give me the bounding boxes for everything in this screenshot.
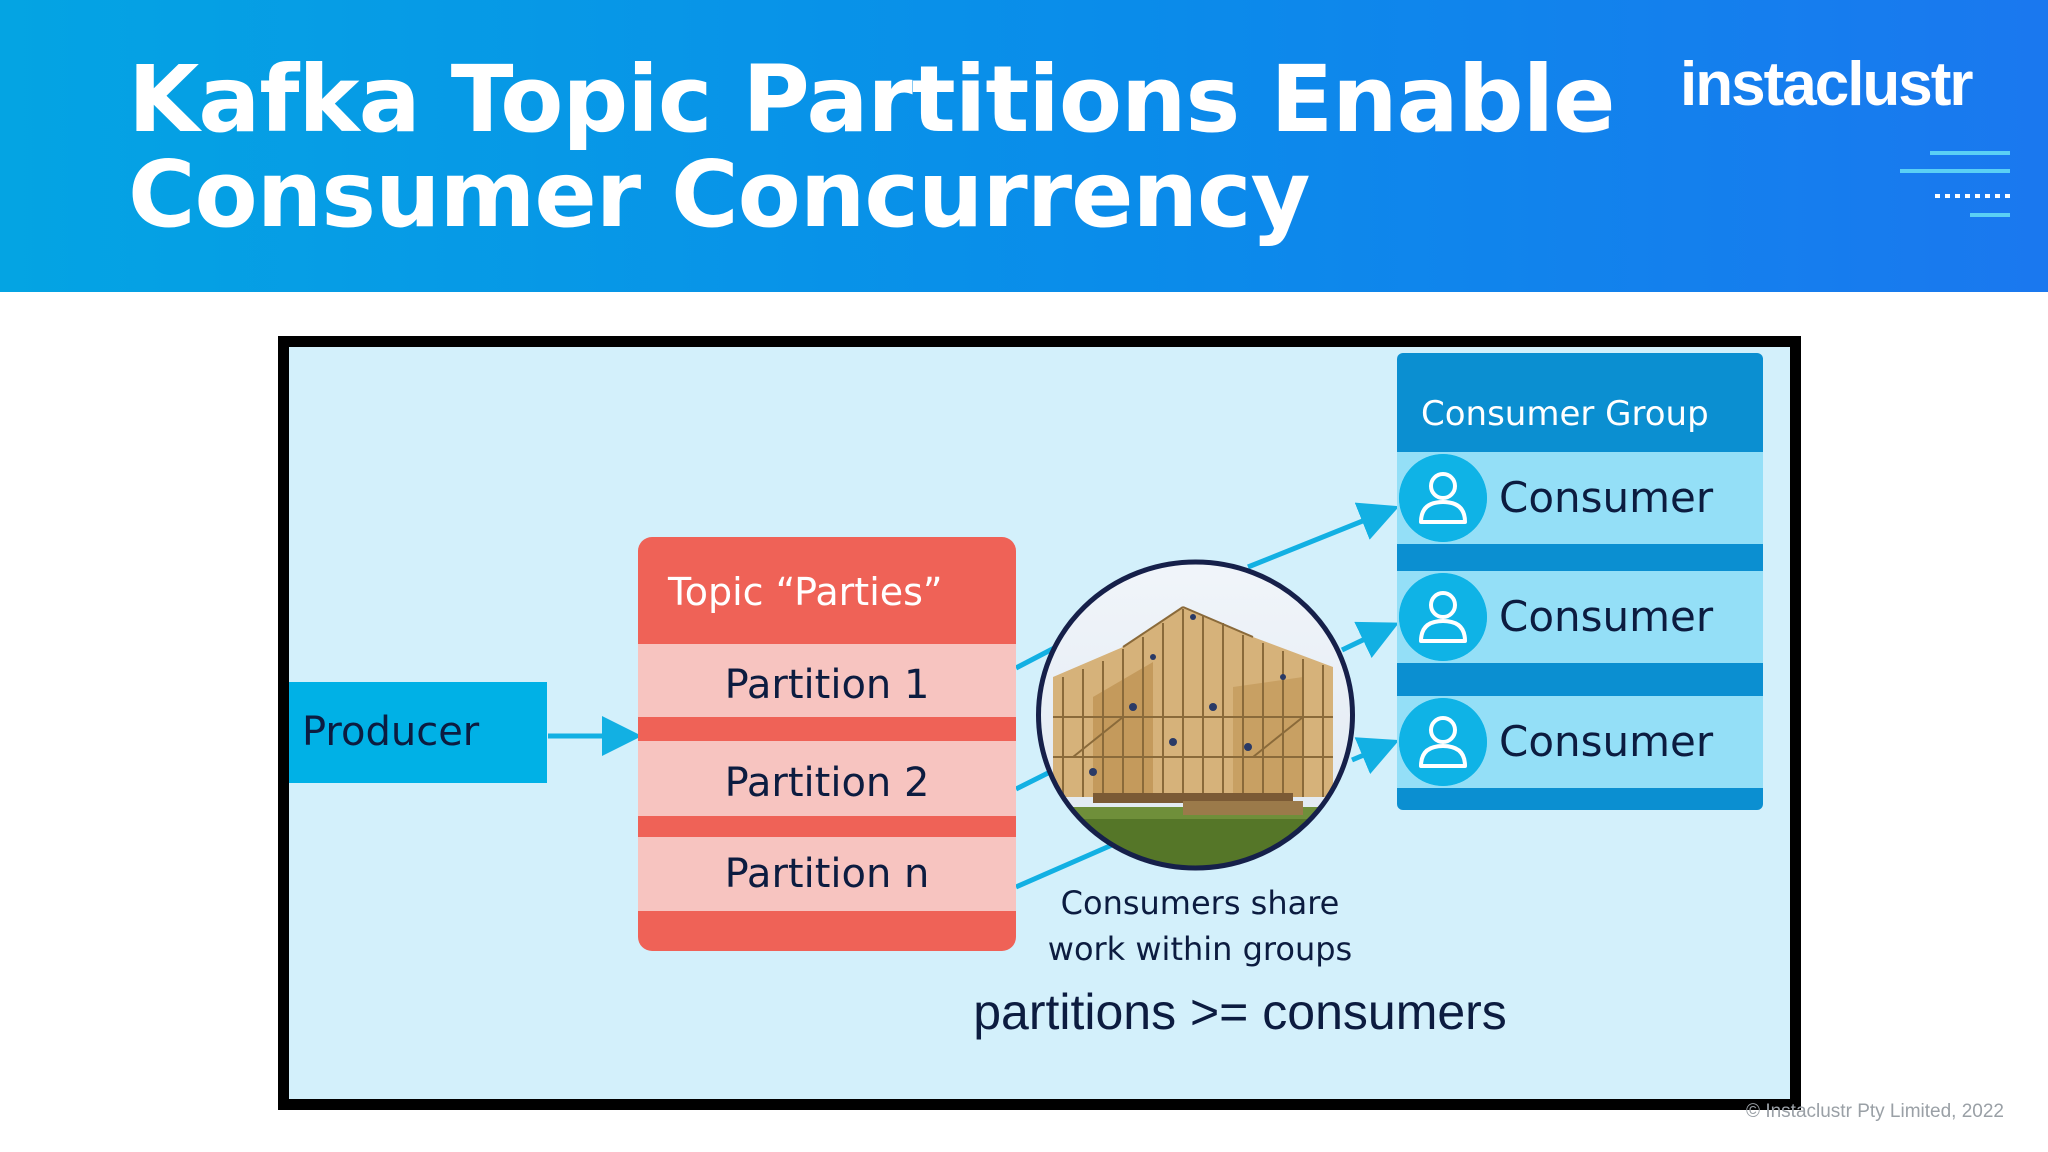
partition-1: Partition 1 — [638, 644, 1016, 717]
consumer-label-2: Consumer — [1499, 592, 1714, 641]
instaclustr-logo: instaclustr — [1680, 50, 1974, 119]
consumer-item-3: Consumer — [1397, 696, 1763, 788]
consumer-item-1: Consumer — [1397, 452, 1763, 544]
partition-n-link — [1014, 842, 1114, 890]
user-icon — [1399, 698, 1487, 786]
topic-title: Topic “Parties” — [668, 570, 943, 614]
menu-lines-icon — [1900, 151, 2010, 217]
caption-line-1: Consumers share — [1060, 884, 1340, 922]
slide-title-line-2: Consumer Concurrency — [128, 141, 1311, 248]
consumer-label-1: Consumer — [1499, 473, 1714, 522]
slide-header: Kafka Topic Partitions Enable Consumer C… — [0, 0, 2048, 292]
consumer-2-arrow — [1340, 621, 1400, 658]
user-icon — [1399, 454, 1487, 542]
slide-title-line-1: Kafka Topic Partitions Enable — [128, 46, 1616, 153]
consumer-1-arrow — [1247, 502, 1400, 570]
consumers-caption: Consumers share work within groups — [1000, 880, 1400, 972]
topic-box: Topic “Parties” Partition 1 Partition 2 … — [638, 537, 1016, 951]
user-icon — [1399, 573, 1487, 661]
partition-2: Partition 2 — [638, 741, 1016, 816]
partition-n: Partition n — [638, 837, 1016, 911]
consumer-item-2: Consumer — [1397, 571, 1763, 663]
consumer-group-label: Consumer Group — [1421, 394, 1709, 434]
caption-line-2: work within groups — [1047, 930, 1353, 968]
consumer-group-box: Consumer Group Consumer Consumer Consume… — [1397, 353, 1763, 810]
house-frame-photo — [1033, 557, 1358, 873]
partitions-rule: partitions >= consumers — [973, 984, 1507, 1040]
producer-box: Producer — [289, 682, 547, 783]
consumer-3-arrow — [1351, 737, 1400, 775]
consumer-label-3: Consumer — [1499, 717, 1714, 766]
copyright-notice: © Instaclustr Pty Limited, 2022 — [1746, 1101, 2004, 1122]
